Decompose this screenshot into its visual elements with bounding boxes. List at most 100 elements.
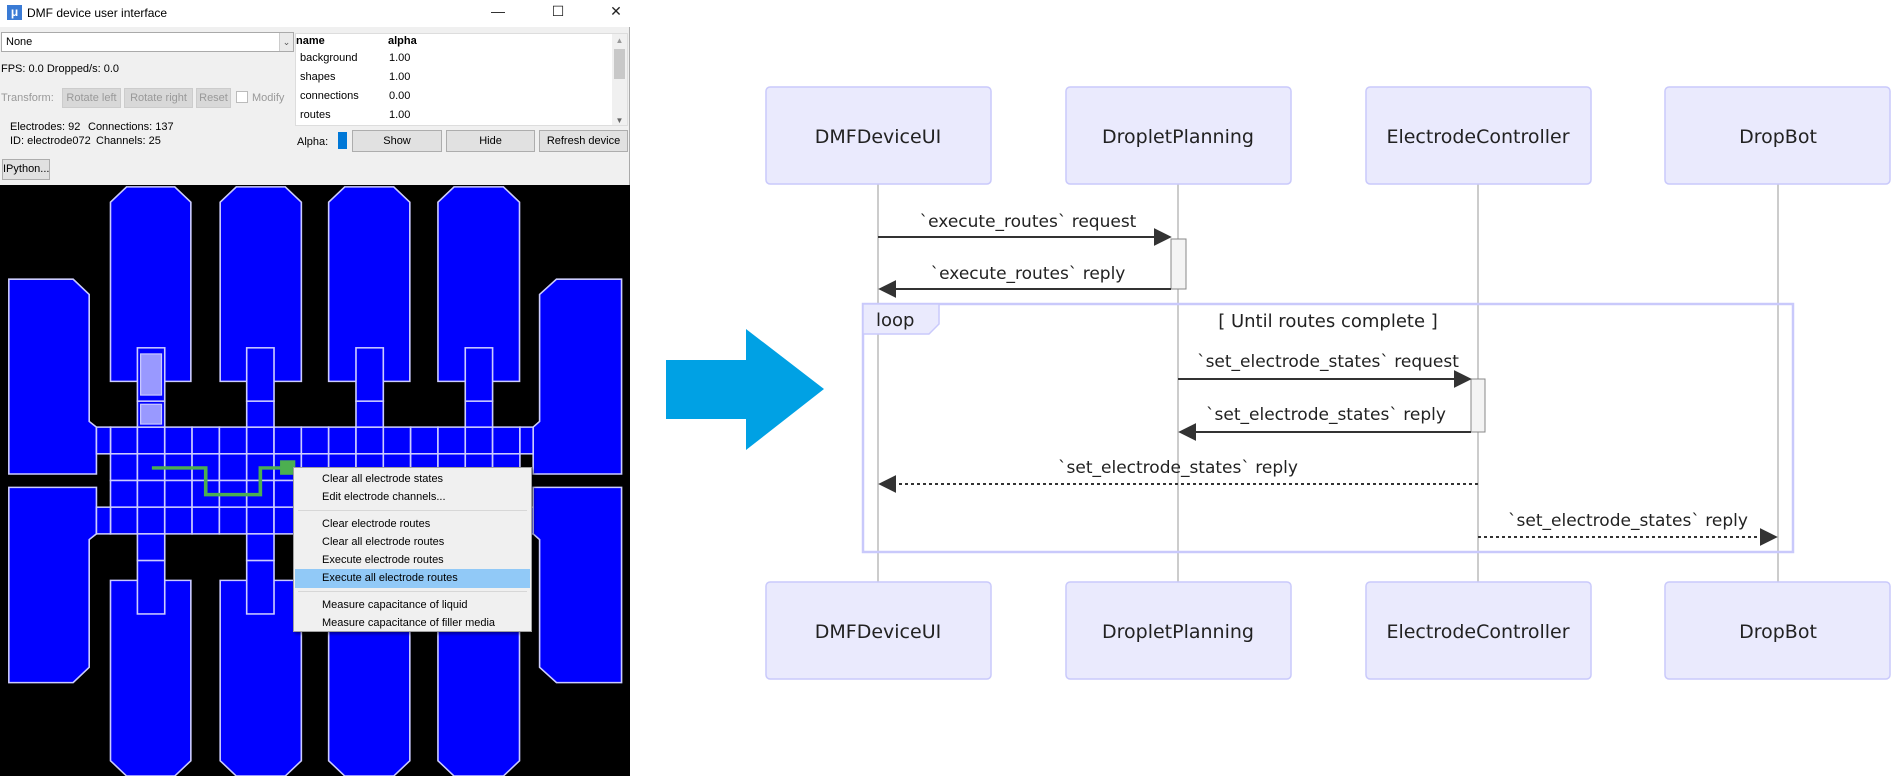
channel-electrode[interactable]: [464, 400, 494, 428]
channel-electrode[interactable]: [355, 400, 385, 428]
edge-electrode[interactable]: [95, 426, 112, 455]
actor-dmfdeviceui-top: DMFDeviceUI: [765, 86, 992, 185]
reservoir-electrode[interactable]: [219, 186, 303, 383]
refresh-device-button[interactable]: Refresh device: [539, 130, 628, 152]
hide-button[interactable]: Hide: [446, 130, 535, 152]
channel-electrode[interactable]: [245, 400, 275, 428]
maximize-button[interactable]: ☐: [551, 3, 565, 19]
reservoir-electrode[interactable]: [109, 579, 192, 776]
layer-alpha: 1.00: [389, 52, 411, 64]
message-label: `set_electrode_states` reply: [1058, 458, 1298, 478]
layer-name: background: [300, 52, 358, 64]
channel-electrode[interactable]: [464, 347, 494, 402]
reservoir-electrode[interactable]: [327, 186, 411, 383]
close-button[interactable]: ✕: [610, 3, 622, 19]
message: `set_electrode_states` reply: [878, 458, 1478, 493]
menu-item-execute-all-electrode-routes[interactable]: Execute all electrode routes: [295, 569, 530, 588]
grid-electrode[interactable]: [409, 426, 439, 455]
grid-electrode[interactable]: [163, 506, 193, 535]
grid-electrode[interactable]: [355, 426, 385, 455]
activation-dropletplanning: [1170, 238, 1187, 290]
table-scrollbar[interactable]: ▲ ▼: [612, 34, 627, 125]
title-bar: μ DMF device user interface — ☐ ✕: [0, 0, 630, 27]
loop-label: loop: [876, 310, 914, 331]
menu-item-clear-electrode-routes[interactable]: Clear electrode routes: [322, 518, 431, 530]
message: `set_electrode_states` reply: [1178, 405, 1471, 441]
message-label: `set_electrode_states` request: [1197, 352, 1459, 372]
channel-electrode[interactable]: [245, 559, 275, 615]
dmf-device-window: μ DMF device user interface — ☐ ✕ None ⌄…: [0, 0, 630, 776]
right-arrow-icon: [666, 329, 824, 450]
menu-item-clear-all-electrode-routes[interactable]: Clear all electrode routes: [322, 536, 445, 548]
column-header-name[interactable]: name: [296, 35, 325, 47]
message-label: `set_electrode_states` reply: [1206, 405, 1446, 425]
column-header-alpha[interactable]: alpha: [388, 35, 417, 47]
reservoir-electrode[interactable]: [437, 186, 521, 383]
actor-electrodecontroller-top: ElectrodeController: [1365, 86, 1592, 185]
actor-label: DropBot: [1739, 126, 1817, 148]
droplet-route[interactable]: [151, 466, 288, 497]
layer-alpha: 1.00: [389, 109, 411, 121]
loop-condition: [ Until routes complete ]: [1218, 311, 1438, 332]
electrodes-count: Electrodes: 92: [10, 121, 81, 133]
side-electrode[interactable]: [532, 486, 623, 684]
minimize-button[interactable]: —: [491, 3, 505, 19]
rotate-left-button[interactable]: Rotate left: [62, 88, 121, 108]
selected-electrode[interactable]: [140, 353, 163, 396]
combobox-value: None: [6, 36, 33, 48]
edge-electrode[interactable]: [95, 506, 112, 535]
menu-item-edit-electrode-channels[interactable]: Edit electrode channels...: [322, 491, 446, 503]
menu-separator: [298, 510, 527, 511]
layer-alpha: 1.00: [389, 71, 411, 83]
device-combobox[interactable]: None ⌄: [1, 32, 294, 52]
scroll-down-icon[interactable]: ▼: [615, 116, 624, 125]
reservoir-electrode[interactable]: [109, 186, 192, 383]
transform-label: Transform:: [1, 92, 54, 104]
chevron-down-icon[interactable]: ⌄: [279, 33, 293, 51]
table-row[interactable]: background 1.00: [296, 49, 612, 68]
ipython-button[interactable]: IPython...: [2, 159, 50, 180]
menu-item-execute-electrode-routes[interactable]: Execute electrode routes: [322, 554, 444, 566]
channel-electrode[interactable]: [355, 347, 385, 402]
route-endpoint[interactable]: [280, 460, 296, 475]
scrollbar-thumb[interactable]: [614, 49, 625, 79]
menu-item-clear-all-electrode-states[interactable]: Clear all electrode states: [322, 473, 444, 485]
selected-electrode[interactable]: [140, 403, 163, 425]
actor-label: DMFDeviceUI: [815, 126, 941, 148]
channel-electrode[interactable]: [245, 533, 275, 562]
side-electrode[interactable]: [8, 486, 98, 684]
activation-electrodecontroller: [1470, 378, 1486, 433]
channel-electrode[interactable]: [136, 559, 166, 615]
window-title: DMF device user interface: [27, 6, 168, 20]
modify-checkbox[interactable]: [236, 91, 248, 103]
actor-electrodecontroller-bottom: ElectrodeController: [1365, 581, 1592, 680]
alpha-slider[interactable]: [338, 132, 347, 149]
message: `set_electrode_states` request: [1178, 352, 1472, 388]
grid-electrode[interactable]: [163, 479, 193, 508]
scroll-up-icon[interactable]: ▲: [615, 36, 624, 45]
menu-item-measure-capacitance-liquid[interactable]: Measure capacitance of liquid: [322, 599, 468, 611]
menu-separator: [298, 591, 527, 592]
electrode-id: ID: electrode072: [10, 135, 91, 147]
context-menu: Clear all electrode states Edit electrod…: [293, 467, 532, 632]
message: `execute_routes` reply: [878, 264, 1171, 298]
menu-item-measure-capacitance-filler[interactable]: Measure capacitance of filler media: [322, 617, 496, 629]
actor-label: DMFDeviceUI: [815, 621, 941, 643]
grid-electrode[interactable]: [136, 426, 166, 455]
side-electrode[interactable]: [8, 278, 98, 475]
alpha-label: Alpha:: [297, 136, 329, 148]
actor-dmfdeviceui-bottom: DMFDeviceUI: [765, 581, 992, 680]
channel-electrode[interactable]: [245, 347, 275, 402]
grid-electrode[interactable]: [245, 506, 275, 535]
rotate-right-button[interactable]: Rotate right: [124, 88, 193, 108]
actor-label: ElectrodeController: [1386, 126, 1569, 148]
message-label: `set_electrode_states` reply: [1508, 511, 1748, 531]
reset-button[interactable]: Reset: [196, 88, 231, 108]
show-button[interactable]: Show: [352, 130, 442, 152]
grid-electrode[interactable]: [300, 426, 330, 455]
edge-electrode[interactable]: [519, 426, 534, 455]
